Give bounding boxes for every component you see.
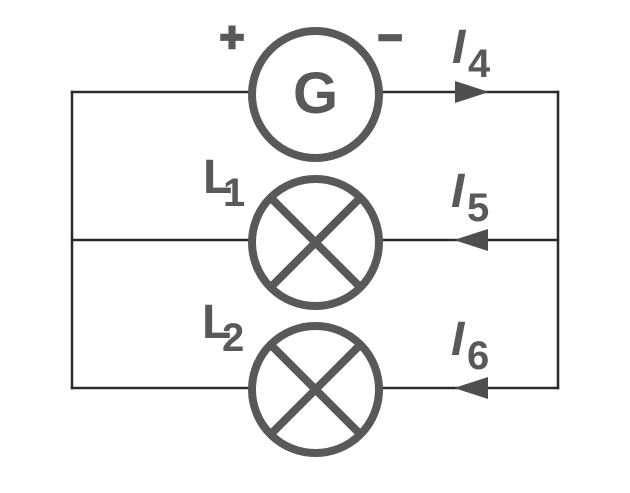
current-i6-label: I	[451, 313, 466, 366]
generator-circle-icon	[248, 27, 383, 162]
current-i4-subscript: 4	[468, 42, 491, 86]
plus-terminal-sign: +	[220, 14, 245, 61]
minus-terminal-sign: −	[378, 14, 403, 61]
lamp-cross-icon	[268, 342, 363, 437]
current-arrows	[454, 81, 489, 399]
current-i4-label: I	[452, 21, 467, 74]
current-i5-label: I	[451, 165, 466, 218]
current-arrow-right-icon	[455, 81, 489, 103]
lamp-1-symbol: L 1	[203, 151, 383, 310]
generator-symbol: G + −	[218, 12, 404, 162]
lamp-2-subscript: 2	[222, 316, 244, 360]
lamp-1-label: L	[203, 151, 232, 204]
current-i6-subscript: 6	[467, 334, 489, 378]
current-arrow-left-icon	[454, 229, 488, 251]
current-arrow-left-icon	[454, 377, 488, 399]
lamp-cross-icon	[268, 195, 363, 290]
current-labels: I 4 I 5 I 6	[451, 21, 491, 378]
generator-label: G	[293, 61, 338, 126]
lamp-2-symbol: L 2	[202, 296, 383, 457]
lamp-2-label: L	[202, 296, 231, 349]
current-i5-subscript: 5	[467, 186, 489, 230]
lamp-1-subscript: 1	[223, 171, 245, 215]
